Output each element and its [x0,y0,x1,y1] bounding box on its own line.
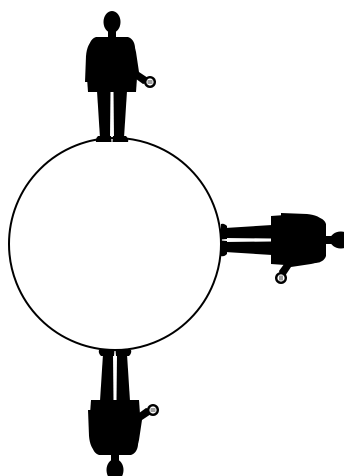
person-bottom-figure [88,350,159,476]
person-top-figure [85,11,156,142]
globe-circle [9,138,221,350]
person-right-figure [221,213,344,284]
